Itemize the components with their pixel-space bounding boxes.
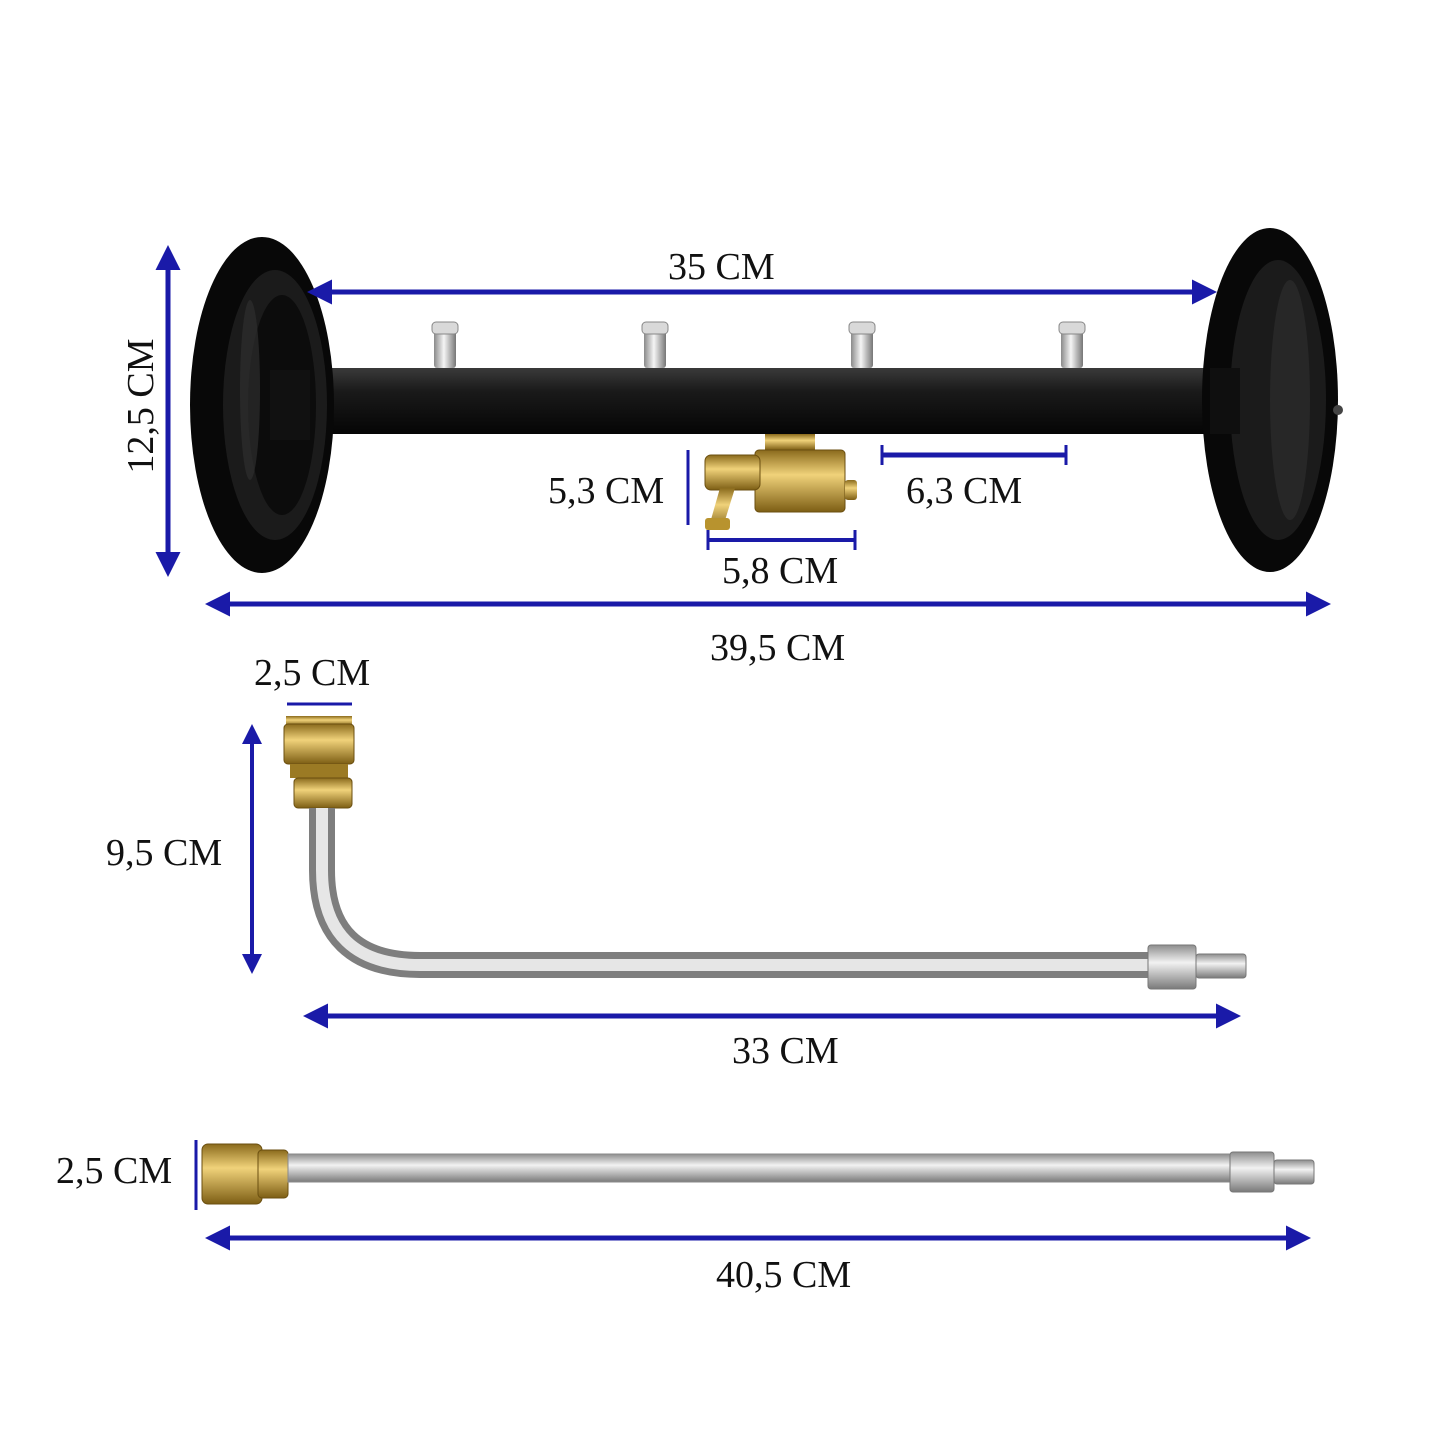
nozzle-3 bbox=[848, 321, 876, 368]
straight-length-label: 40,5 CM bbox=[712, 1254, 856, 1296]
undercarriage-cleaner-image bbox=[190, 228, 1343, 573]
inlet-width-label: 5,8 CM bbox=[718, 550, 843, 592]
straight-wand-image bbox=[201, 1143, 1315, 1205]
dimension-arrows bbox=[155, 245, 1331, 1251]
brass-inlet-fitting bbox=[704, 434, 857, 530]
curved-coupler-width-label: 2,5 CM bbox=[250, 652, 375, 694]
spray-bar bbox=[300, 368, 1240, 434]
nozzle-1 bbox=[431, 321, 459, 368]
left-wheel bbox=[190, 237, 334, 573]
right-wheel bbox=[1202, 228, 1343, 572]
overall-height-label: 12,5 CM bbox=[120, 297, 162, 515]
nozzle-2 bbox=[641, 321, 669, 368]
curved-wand-image bbox=[283, 716, 1247, 990]
inlet-height-label: 5,3 CM bbox=[544, 470, 669, 512]
overall-width-label: 39,5 CM bbox=[706, 627, 850, 669]
straight-coupler-width-label: 2,5 CM bbox=[52, 1150, 177, 1192]
nozzle-group bbox=[431, 321, 1086, 368]
curved-length-label: 33 CM bbox=[728, 1030, 843, 1072]
nozzle-span-label: 35 CM bbox=[664, 246, 779, 288]
nozzle-4 bbox=[1058, 321, 1086, 368]
bend-height-label: 9,5 CM bbox=[102, 832, 227, 874]
nozzle-spacing-label: 6,3 CM bbox=[902, 470, 1027, 512]
